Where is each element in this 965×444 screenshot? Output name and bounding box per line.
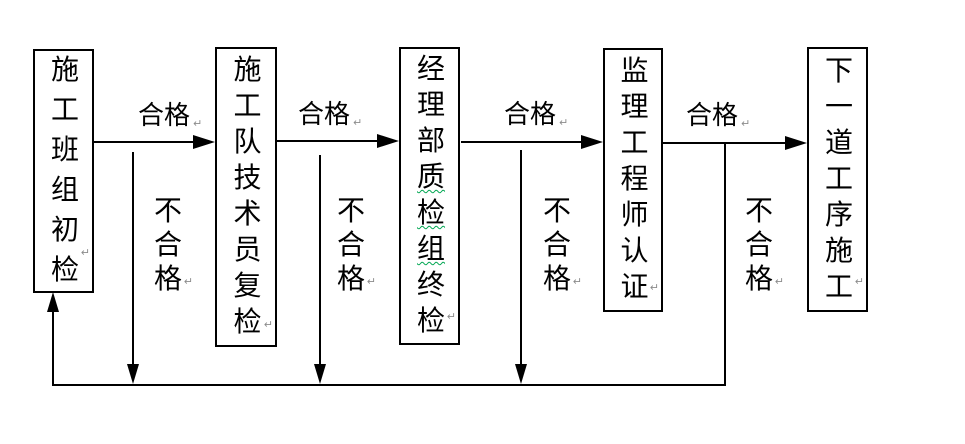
pass-label-2: 合格↵ bbox=[298, 100, 362, 138]
pass-arrowhead-icon-3 bbox=[581, 135, 603, 149]
fail-label-3: 不合格 ↵ bbox=[543, 195, 582, 297]
box-text: 终检 bbox=[417, 270, 446, 337]
box-initial-inspection: 施工班组初检 ↵ bbox=[33, 49, 94, 293]
fail-label-1: 不合格 ↵ bbox=[154, 195, 193, 297]
pass-label-text: 合格 bbox=[298, 100, 351, 129]
line-break-mark-icon: ↵ bbox=[446, 310, 456, 323]
fail-label-4: 不合格 ↵ bbox=[745, 195, 784, 297]
box-text: 监理工程师认证 bbox=[620, 56, 649, 303]
line-break-mark-icon: ↵ bbox=[649, 281, 659, 294]
line-break-mark-icon: ↵ bbox=[559, 116, 569, 129]
line-break-mark-icon: ↵ bbox=[353, 116, 363, 129]
pass-label-text: 合格 bbox=[686, 101, 739, 130]
box-team-technician-recheck: 施工队技术员复检 ↵ bbox=[215, 47, 277, 347]
box-text: 下一道工序施工 bbox=[825, 55, 854, 303]
fail-arrowhead-icon-2 bbox=[314, 364, 326, 384]
pass-label-text: 合格 bbox=[504, 100, 557, 129]
pass-label-text: 合格 bbox=[138, 101, 191, 130]
box-supervising-engineer-certification-text: 监理工程师认证 bbox=[620, 54, 649, 306]
fail-line-3 bbox=[520, 150, 522, 367]
line-break-mark-icon: ↵ bbox=[183, 275, 193, 288]
box-text-squiggled: 质检组 bbox=[417, 162, 446, 265]
pass-arrowhead-icon-2 bbox=[377, 134, 399, 148]
line-break-mark-icon: ↵ bbox=[741, 117, 751, 130]
box-next-process-construction-text: 下一道工序施工 bbox=[825, 54, 854, 306]
box-quality-group-final-inspection: 经理部质检组终检 ↵ bbox=[399, 47, 460, 345]
fail-label-text: 不合格 bbox=[543, 196, 572, 295]
pass-label-1: 合格↵ bbox=[138, 101, 202, 139]
line-break-mark-icon: ↵ bbox=[774, 275, 784, 288]
box-text: 施工班组初检 bbox=[51, 55, 80, 286]
pass-arrow-line-3 bbox=[461, 141, 582, 143]
pass-arrow-line-1 bbox=[94, 141, 194, 143]
return-line-bottom bbox=[52, 384, 726, 386]
fail-arrowhead-icon-1 bbox=[127, 364, 139, 384]
fail-label-text: 不合格 bbox=[154, 196, 183, 295]
line-break-mark-icon: ↵ bbox=[193, 117, 203, 130]
pass-arrow-line-2 bbox=[277, 140, 378, 142]
box-initial-inspection-text: 施工班组初检 bbox=[51, 51, 80, 291]
box-text: 施工队技术员复检 bbox=[233, 55, 262, 338]
fail-line-2 bbox=[319, 155, 321, 367]
fail-arrowhead-icon-3 bbox=[515, 364, 527, 384]
pass-label-4: 合格↵ bbox=[686, 101, 750, 139]
return-line-up bbox=[52, 310, 54, 386]
box-next-process-construction: 下一道工序施工 ↵ bbox=[807, 47, 868, 312]
pass-arrowhead-icon-1 bbox=[193, 135, 215, 149]
fail-label-2: 不合格 ↵ bbox=[337, 195, 376, 297]
fail-label-text: 不合格 bbox=[337, 196, 366, 295]
line-break-mark-icon: ↵ bbox=[854, 275, 864, 288]
line-break-mark-icon: ↵ bbox=[572, 275, 582, 288]
fail-line-4 bbox=[724, 143, 726, 386]
box-text: 经理部 bbox=[417, 54, 446, 157]
fail-line-1 bbox=[132, 152, 134, 367]
line-break-mark-icon: ↵ bbox=[366, 275, 376, 288]
pass-label-3: 合格↵ bbox=[504, 100, 568, 138]
return-arrowhead-icon bbox=[47, 292, 59, 312]
pass-arrowhead-icon-4 bbox=[785, 136, 807, 150]
fail-label-text: 不合格 bbox=[745, 196, 774, 295]
box-team-technician-recheck-text: 施工队技术员复检 bbox=[233, 53, 262, 341]
line-break-mark-icon: ↵ bbox=[80, 246, 90, 259]
line-break-mark-icon: ↵ bbox=[263, 318, 273, 331]
box-quality-group-final-inspection-text: 经理部质检组终检 bbox=[417, 52, 446, 340]
box-supervising-engineer-certification: 监理工程师认证 ↵ bbox=[603, 48, 663, 312]
